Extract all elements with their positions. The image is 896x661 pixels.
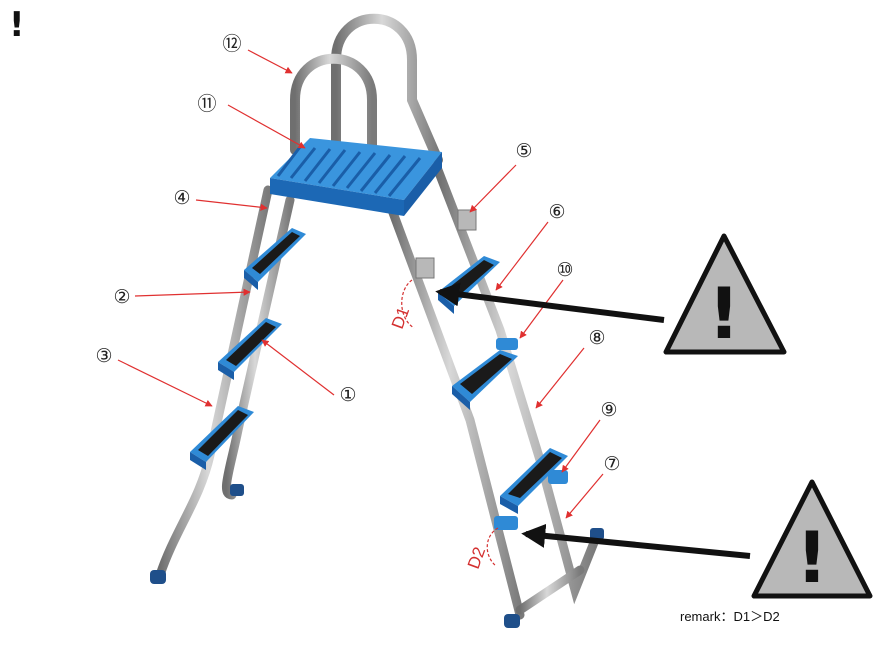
leader-4: [195, 199, 268, 211]
left-step-1: [244, 228, 306, 290]
dimension-d1: [401, 279, 415, 329]
handrail-front: [290, 53, 377, 155]
pointer-arrow-lower: [521, 523, 751, 559]
leader-6: [495, 221, 549, 291]
right-step-3: [500, 448, 568, 514]
bracket-upper: [457, 209, 477, 231]
header-exclamation: !: [9, 5, 25, 45]
leader-9: [561, 419, 601, 473]
warning-symbol: !: [796, 517, 828, 599]
callout-2: ②: [113, 286, 130, 308]
dimension-d2: [486, 527, 499, 567]
left-foot-cap: [150, 570, 166, 584]
leader-3: [117, 359, 213, 407]
leader-5: [469, 164, 517, 213]
callout-8: ⑧: [588, 327, 605, 349]
callout-3: ③: [95, 345, 112, 367]
right-side-rails: [387, 165, 600, 620]
right-step-2: [452, 350, 518, 410]
callout-1: ①: [339, 384, 356, 406]
left-inner-foot-cap: [230, 484, 244, 496]
warning-symbol: !: [708, 273, 740, 355]
step-clamp-7: [494, 516, 518, 530]
left-side-rails: [155, 185, 295, 580]
left-step-3: [190, 406, 254, 470]
callout-9: ⑨: [600, 399, 617, 421]
callout-12: ⑫: [222, 33, 241, 55]
dimension-d1-label: D1: [388, 304, 413, 331]
warning-triangle-icon: !: [663, 233, 787, 355]
dimension-d2-label: D2: [464, 544, 489, 571]
bracket-lower: [415, 257, 435, 279]
leader-7: [565, 473, 604, 519]
right-foot-cap-rear: [590, 528, 604, 540]
callout-5: ⑤: [515, 140, 532, 162]
pointer-arrow-upper: [435, 282, 665, 323]
top-platform: [270, 138, 442, 216]
step-clamp-10: [496, 338, 518, 350]
leader-10: [519, 279, 564, 339]
remark-note: remark：D1＞D2: [680, 609, 780, 624]
handrail-rear: [331, 13, 443, 165]
left-step-2: [218, 318, 282, 380]
callout-4: ④: [173, 187, 190, 209]
leader-12: [247, 49, 293, 74]
callout-10: ⑩: [556, 259, 573, 281]
step-clamp-9: [548, 470, 568, 484]
leader-11: [227, 104, 306, 149]
callout-11: ⑪: [197, 93, 216, 115]
leader-2: [134, 288, 251, 297]
warning-triangle-icon: !: [751, 479, 873, 599]
callout-7: ⑦: [603, 453, 620, 475]
leader-1: [261, 339, 335, 396]
callout-leader-lines: [117, 49, 604, 519]
leader-8: [535, 347, 585, 409]
right-foot-cap-front: [504, 614, 520, 628]
callout-6: ⑥: [548, 201, 565, 223]
